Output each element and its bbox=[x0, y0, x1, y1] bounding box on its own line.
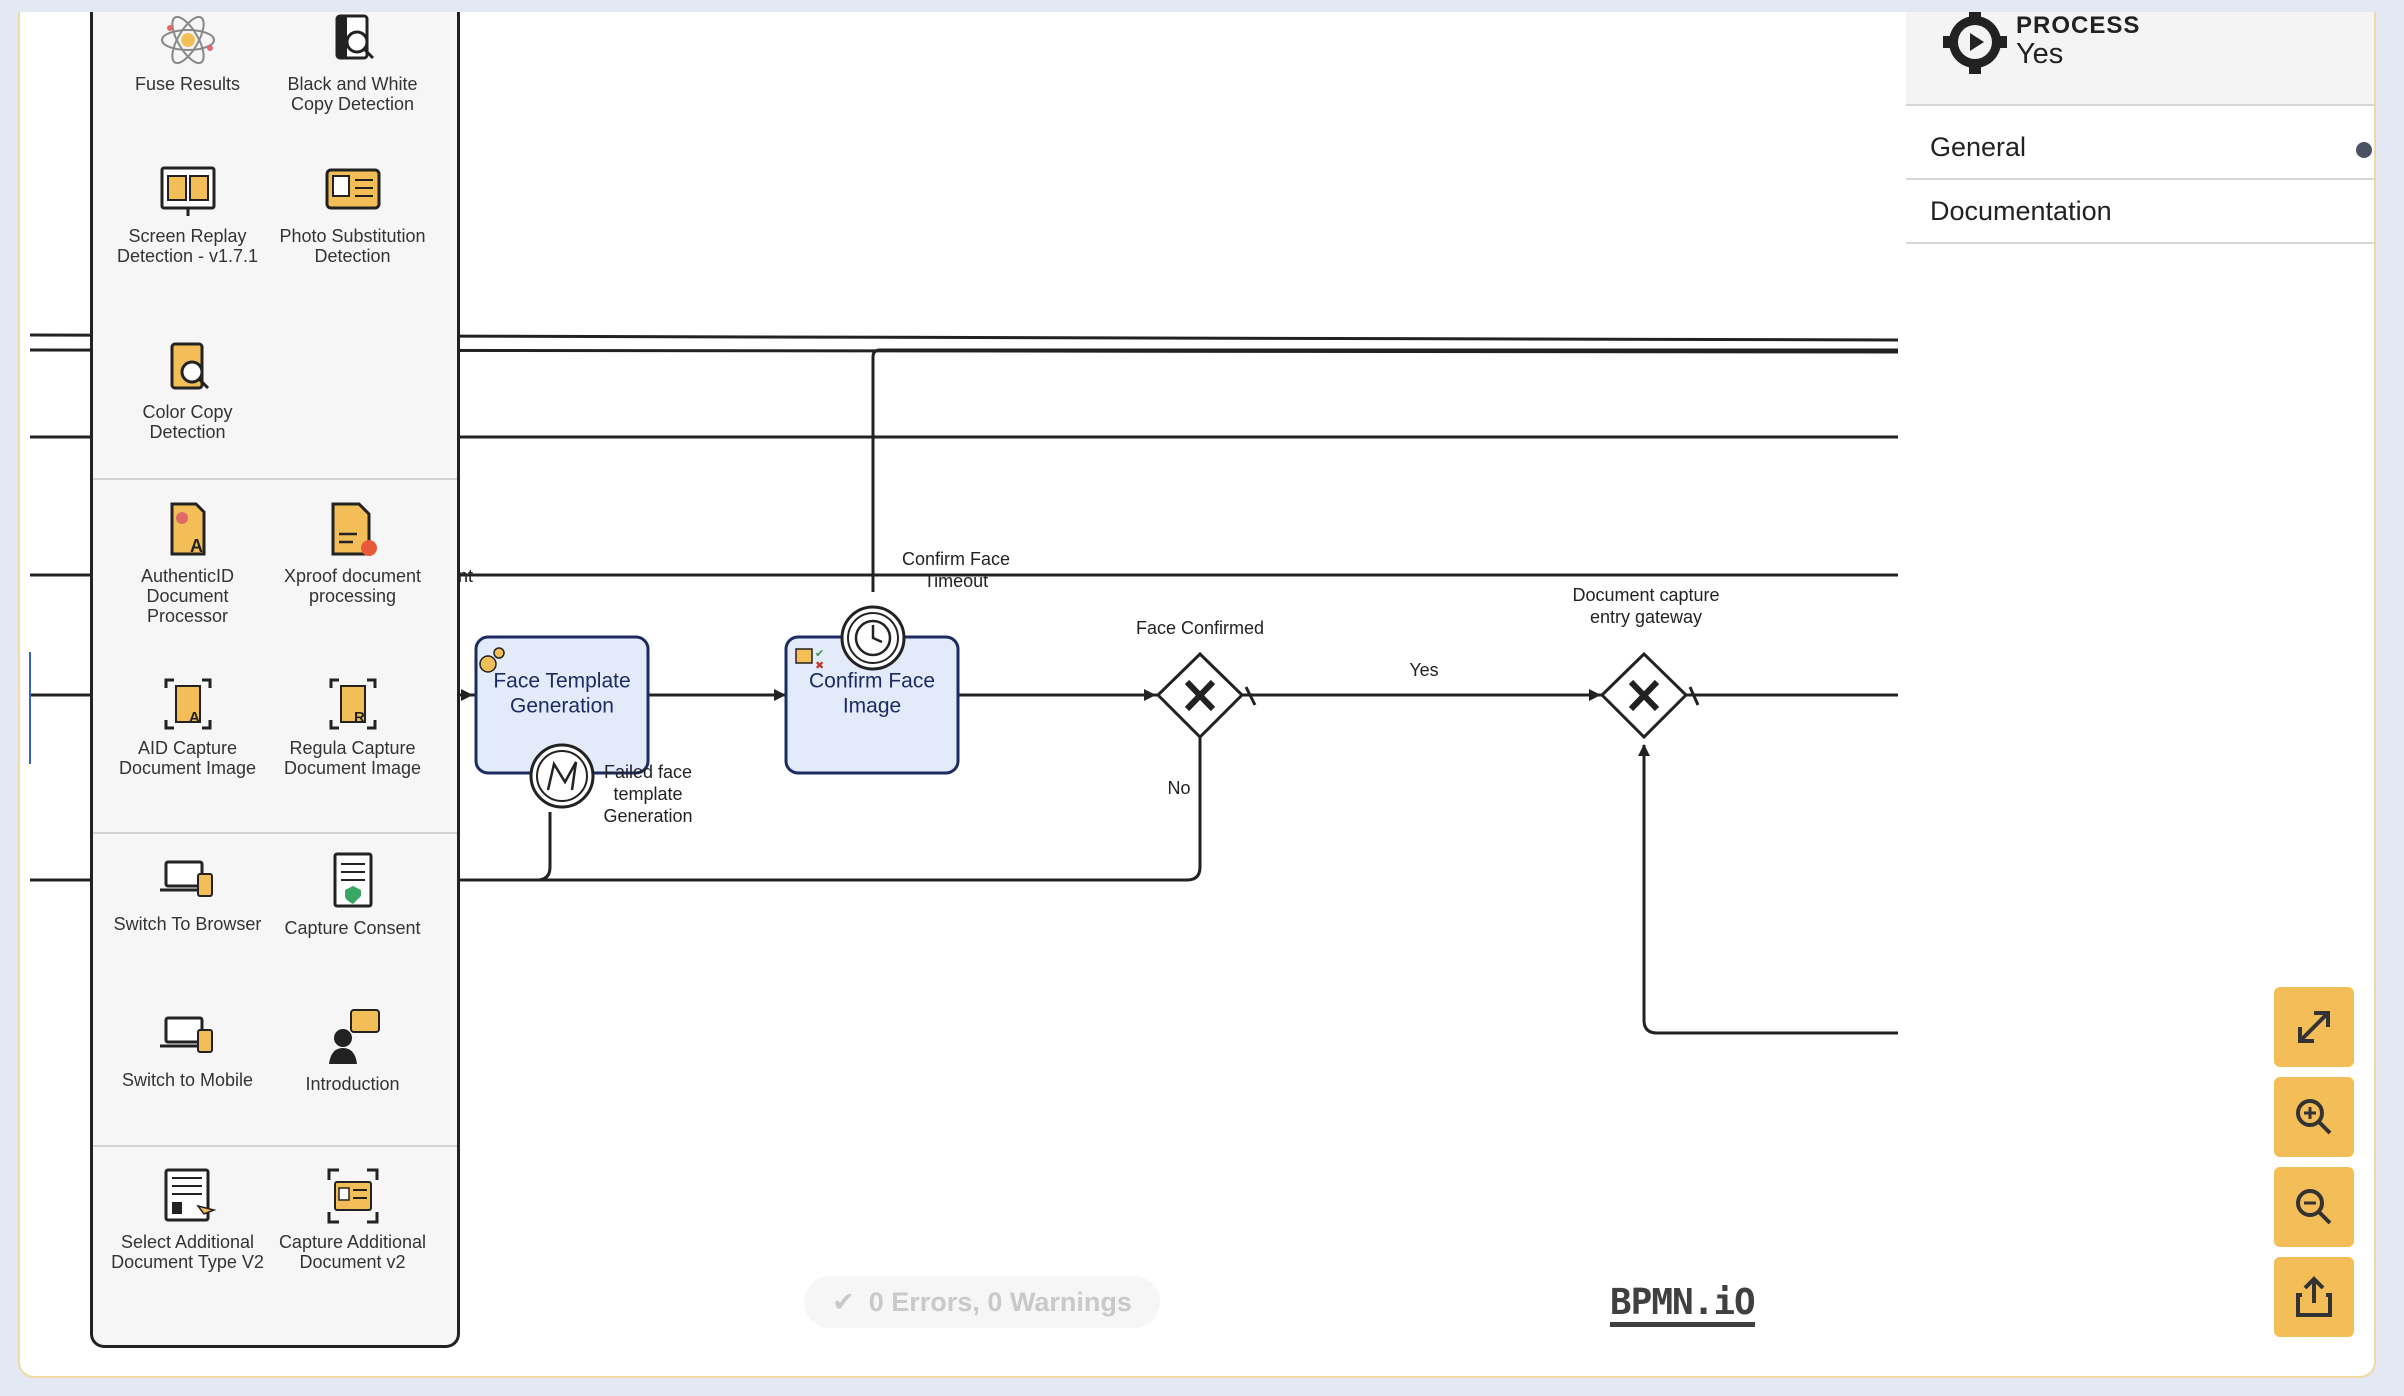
svg-text:A: A bbox=[190, 536, 203, 556]
svg-text:A: A bbox=[189, 709, 200, 726]
group-general[interactable]: General bbox=[1906, 118, 2374, 180]
introduction-icon bbox=[328, 1009, 380, 1064]
palette-item-color-copy-detection[interactable]: Color Copy Detection bbox=[105, 340, 270, 442]
palette-separator bbox=[93, 832, 457, 834]
tool-palette: Fuse Results Black and White Copy Detect… bbox=[90, 12, 460, 1348]
sequence-flows[interactable] bbox=[440, 348, 1898, 1035]
zoom-in-button[interactable] bbox=[2274, 1077, 2354, 1157]
group-documentation-label: Documentation bbox=[1930, 196, 2112, 226]
group-general-label: General bbox=[1930, 132, 2027, 162]
palette-item-label: Introduction bbox=[305, 1074, 400, 1094]
palette-item-label: Screen Replay Detection - v1.7.1 bbox=[116, 226, 259, 266]
svg-text:Yes: Yes bbox=[1409, 660, 1438, 680]
svg-text:✖: ✖ bbox=[815, 659, 824, 672]
xproof-document-icon bbox=[331, 502, 377, 556]
palette-item-switch-to-mobile[interactable]: Switch to Mobile bbox=[105, 1008, 270, 1090]
check-icon: ✔ bbox=[832, 1286, 855, 1318]
palette-item-introduction[interactable]: Introduction bbox=[270, 1008, 435, 1094]
palette-item-screen-replay-detection[interactable]: Screen Replay Detection - v1.7.1 bbox=[105, 164, 270, 266]
svg-text:Face Confirmed: Face Confirmed bbox=[1136, 618, 1264, 638]
zoom-in-icon bbox=[2296, 1099, 2332, 1135]
palette-item-photo-substitution[interactable]: Photo Substitution Detection bbox=[270, 164, 435, 266]
aid-capture-icon: A bbox=[164, 678, 211, 730]
palette-item-label: AID Capture Document Image bbox=[118, 738, 257, 778]
lint-status-pill[interactable]: ✔ 0 Errors, 0 Warnings bbox=[804, 1276, 1160, 1328]
color-copy-icon bbox=[170, 342, 209, 390]
palette-item-select-additional-document[interactable]: Select Additional Document Type V2 bbox=[105, 1166, 270, 1272]
palette-item-label: Switch To Browser bbox=[113, 914, 262, 934]
switch-to-browser-icon bbox=[159, 860, 213, 897]
regula-capture-icon: R bbox=[329, 678, 376, 730]
palette-item-label: Fuse Results bbox=[134, 74, 241, 94]
palette-separator bbox=[93, 1145, 457, 1147]
lint-status-text: 0 Errors, 0 Warnings bbox=[868, 1286, 1132, 1317]
capture-additional-document-icon bbox=[327, 1168, 378, 1224]
gateway-face-confirmed[interactable] bbox=[1155, 651, 1245, 740]
palette-item-label: Color Copy Detection bbox=[142, 402, 233, 442]
share-export-icon bbox=[2296, 1276, 2332, 1317]
select-document-type-icon bbox=[164, 1168, 216, 1222]
atom-icon bbox=[160, 15, 215, 65]
palette-item-label: Switch to Mobile bbox=[121, 1070, 254, 1090]
element-type-label: PROCESS bbox=[2016, 12, 2141, 39]
error-boundary-event[interactable] bbox=[529, 743, 595, 809]
element-name-label: Yes bbox=[2016, 38, 2064, 70]
palette-item-capture-consent[interactable]: Capture Consent bbox=[270, 852, 435, 938]
svg-text:No: No bbox=[1167, 778, 1190, 798]
palette-item-label: Capture Additional Document v2 bbox=[278, 1232, 427, 1272]
palette-item-label: Regula Capture Document Image bbox=[283, 738, 422, 778]
expand-arrows-icon bbox=[2298, 1011, 2330, 1043]
palette-item-authenticid-processor[interactable]: A AuthenticID Document Processor bbox=[105, 500, 270, 626]
properties-header: PROCESS Yes bbox=[1906, 12, 2374, 106]
svg-text:nt: nt bbox=[458, 566, 473, 586]
palette-item-bw-copy-detection[interactable]: Black and White Copy Detection bbox=[270, 12, 435, 114]
palette-item-switch-to-browser[interactable]: Switch To Browser bbox=[105, 852, 270, 934]
palette-item-xproof-processing[interactable]: Xproof document processing bbox=[270, 500, 435, 606]
palette-item-label: AuthenticID Document Processor bbox=[140, 566, 235, 626]
palette-item-label: Xproof document processing bbox=[283, 566, 422, 606]
palette-separator bbox=[93, 478, 457, 480]
zoom-out-button[interactable] bbox=[2274, 1167, 2354, 1247]
switch-to-mobile-icon bbox=[159, 1016, 213, 1053]
svg-text:R: R bbox=[354, 709, 365, 726]
screen-replay-icon bbox=[160, 166, 215, 216]
palette-item-regula-capture[interactable]: R Regula Capture Document Image bbox=[270, 676, 435, 778]
palette-item-capture-additional-document[interactable]: Capture Additional Document v2 bbox=[270, 1166, 435, 1272]
svg-text:✔: ✔ bbox=[815, 647, 824, 660]
authenticid-document-icon: A bbox=[170, 502, 205, 556]
palette-item-label: Capture Consent bbox=[284, 918, 421, 938]
group-data-indicator bbox=[2356, 142, 2372, 158]
capture-consent-icon bbox=[333, 852, 372, 908]
palette-item-fuse-results[interactable]: Fuse Results bbox=[105, 12, 270, 94]
palette-item-label: Select Additional Document Type V2 bbox=[111, 1232, 264, 1272]
palette-item-label: Photo Substitution Detection bbox=[279, 226, 426, 266]
photo-substitution-icon bbox=[325, 168, 380, 210]
bw-copy-detection-icon bbox=[335, 14, 374, 60]
bpmn-io-logo[interactable]: BPMN.iO bbox=[1610, 1284, 1756, 1327]
fit-viewport-button[interactable] bbox=[2274, 987, 2354, 1067]
process-gear-icon bbox=[1943, 12, 2007, 74]
group-documentation[interactable]: Documentation bbox=[1906, 182, 2374, 244]
gateway-document-capture-entry[interactable] bbox=[1599, 651, 1689, 740]
palette-item-label: Black and White Copy Detection bbox=[287, 74, 418, 114]
zoom-out-icon bbox=[2296, 1189, 2332, 1225]
palette-item-aid-capture[interactable]: A AID Capture Document Image bbox=[105, 676, 270, 778]
export-button[interactable] bbox=[2274, 1257, 2354, 1337]
timer-boundary-event[interactable] bbox=[840, 605, 906, 671]
